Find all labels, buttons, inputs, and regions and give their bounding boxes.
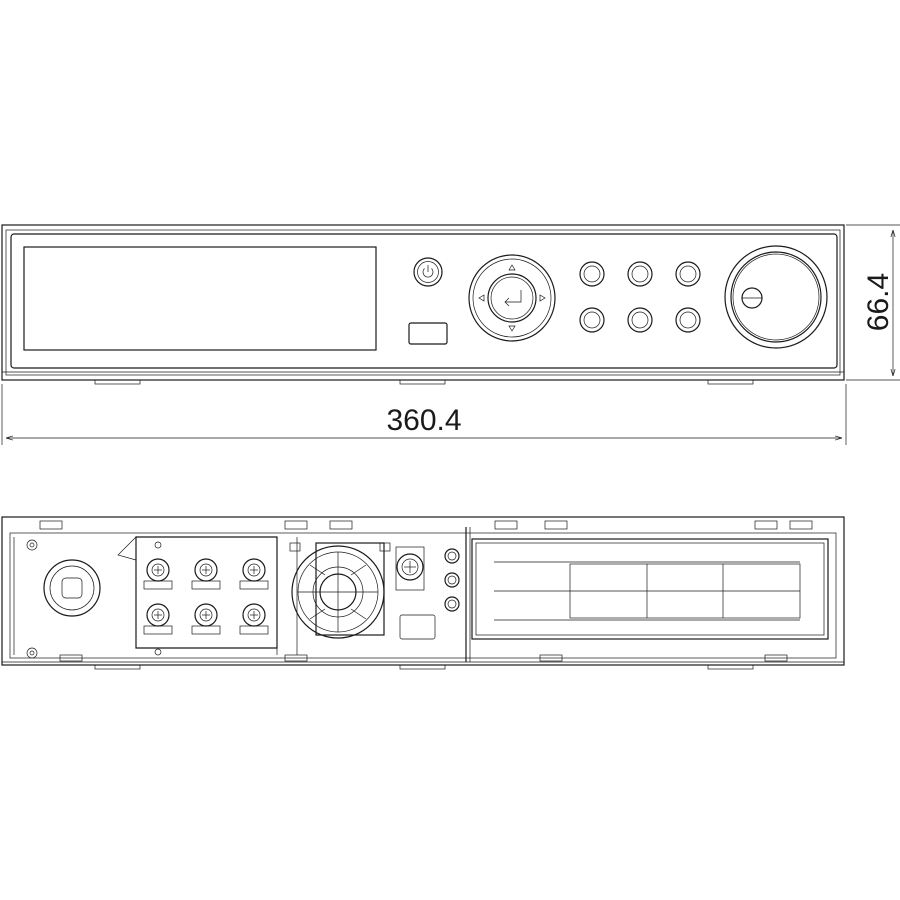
height-dimension-label: 66.4 <box>862 273 895 331</box>
display-window <box>23 246 377 351</box>
speaker-terminal <box>239 603 269 635</box>
jog-knob[interactable] <box>724 245 828 349</box>
speaker-terminal <box>191 603 221 635</box>
top-clip <box>544 520 568 530</box>
function-button-3[interactable] <box>675 261 701 287</box>
arrow-left-icon <box>478 294 485 302</box>
arrow-up-icon <box>508 264 516 271</box>
speaker-terminal <box>191 558 221 590</box>
speaker-terminal <box>143 558 173 590</box>
function-button-2[interactable] <box>627 261 653 287</box>
foot <box>707 379 754 385</box>
cooling-fan <box>289 542 391 639</box>
top-clip <box>494 520 518 530</box>
clips <box>39 520 813 662</box>
vent-grille <box>471 538 829 640</box>
speaker-terminal <box>239 558 269 590</box>
foot <box>94 379 141 385</box>
chassis-outline <box>1 224 845 381</box>
bottom-clip <box>539 654 563 662</box>
top-clip <box>39 520 63 530</box>
bottom-clip <box>764 654 788 662</box>
bottom-clip <box>284 654 308 662</box>
power-icon <box>422 265 434 278</box>
function-button-1[interactable] <box>579 261 605 287</box>
arrow-down-icon <box>508 325 516 332</box>
height-dimension: 66.4 <box>846 224 900 381</box>
enter-icon <box>504 290 522 307</box>
navigation-pad[interactable] <box>468 254 556 342</box>
function-button-4[interactable] <box>579 307 605 333</box>
speaker-terminal-plate <box>117 536 278 656</box>
top-clip <box>329 520 353 530</box>
enter-button[interactable] <box>487 273 537 323</box>
power-button[interactable] <box>413 257 443 287</box>
power-inlet <box>26 539 101 659</box>
function-buttons <box>579 261 701 333</box>
rf-connector <box>395 546 436 640</box>
function-button-6[interactable] <box>675 307 701 333</box>
top-clip <box>284 520 308 530</box>
arrow-right-icon <box>539 294 546 302</box>
top-clip <box>789 520 813 530</box>
function-button-5[interactable] <box>627 307 653 333</box>
width-dimension-label: 360.4 <box>386 404 461 437</box>
front-view: 66.4 360.4 <box>1 224 900 445</box>
bottom-clip <box>59 654 83 662</box>
front-bezel <box>10 233 838 369</box>
width-dimension: 360.4 <box>1 384 847 445</box>
rear-view <box>1 516 845 670</box>
speaker-terminal <box>143 603 173 635</box>
ir-receiver-window <box>408 322 448 345</box>
audio-jacks <box>444 548 460 612</box>
foot <box>399 379 446 385</box>
top-clip <box>754 520 778 530</box>
